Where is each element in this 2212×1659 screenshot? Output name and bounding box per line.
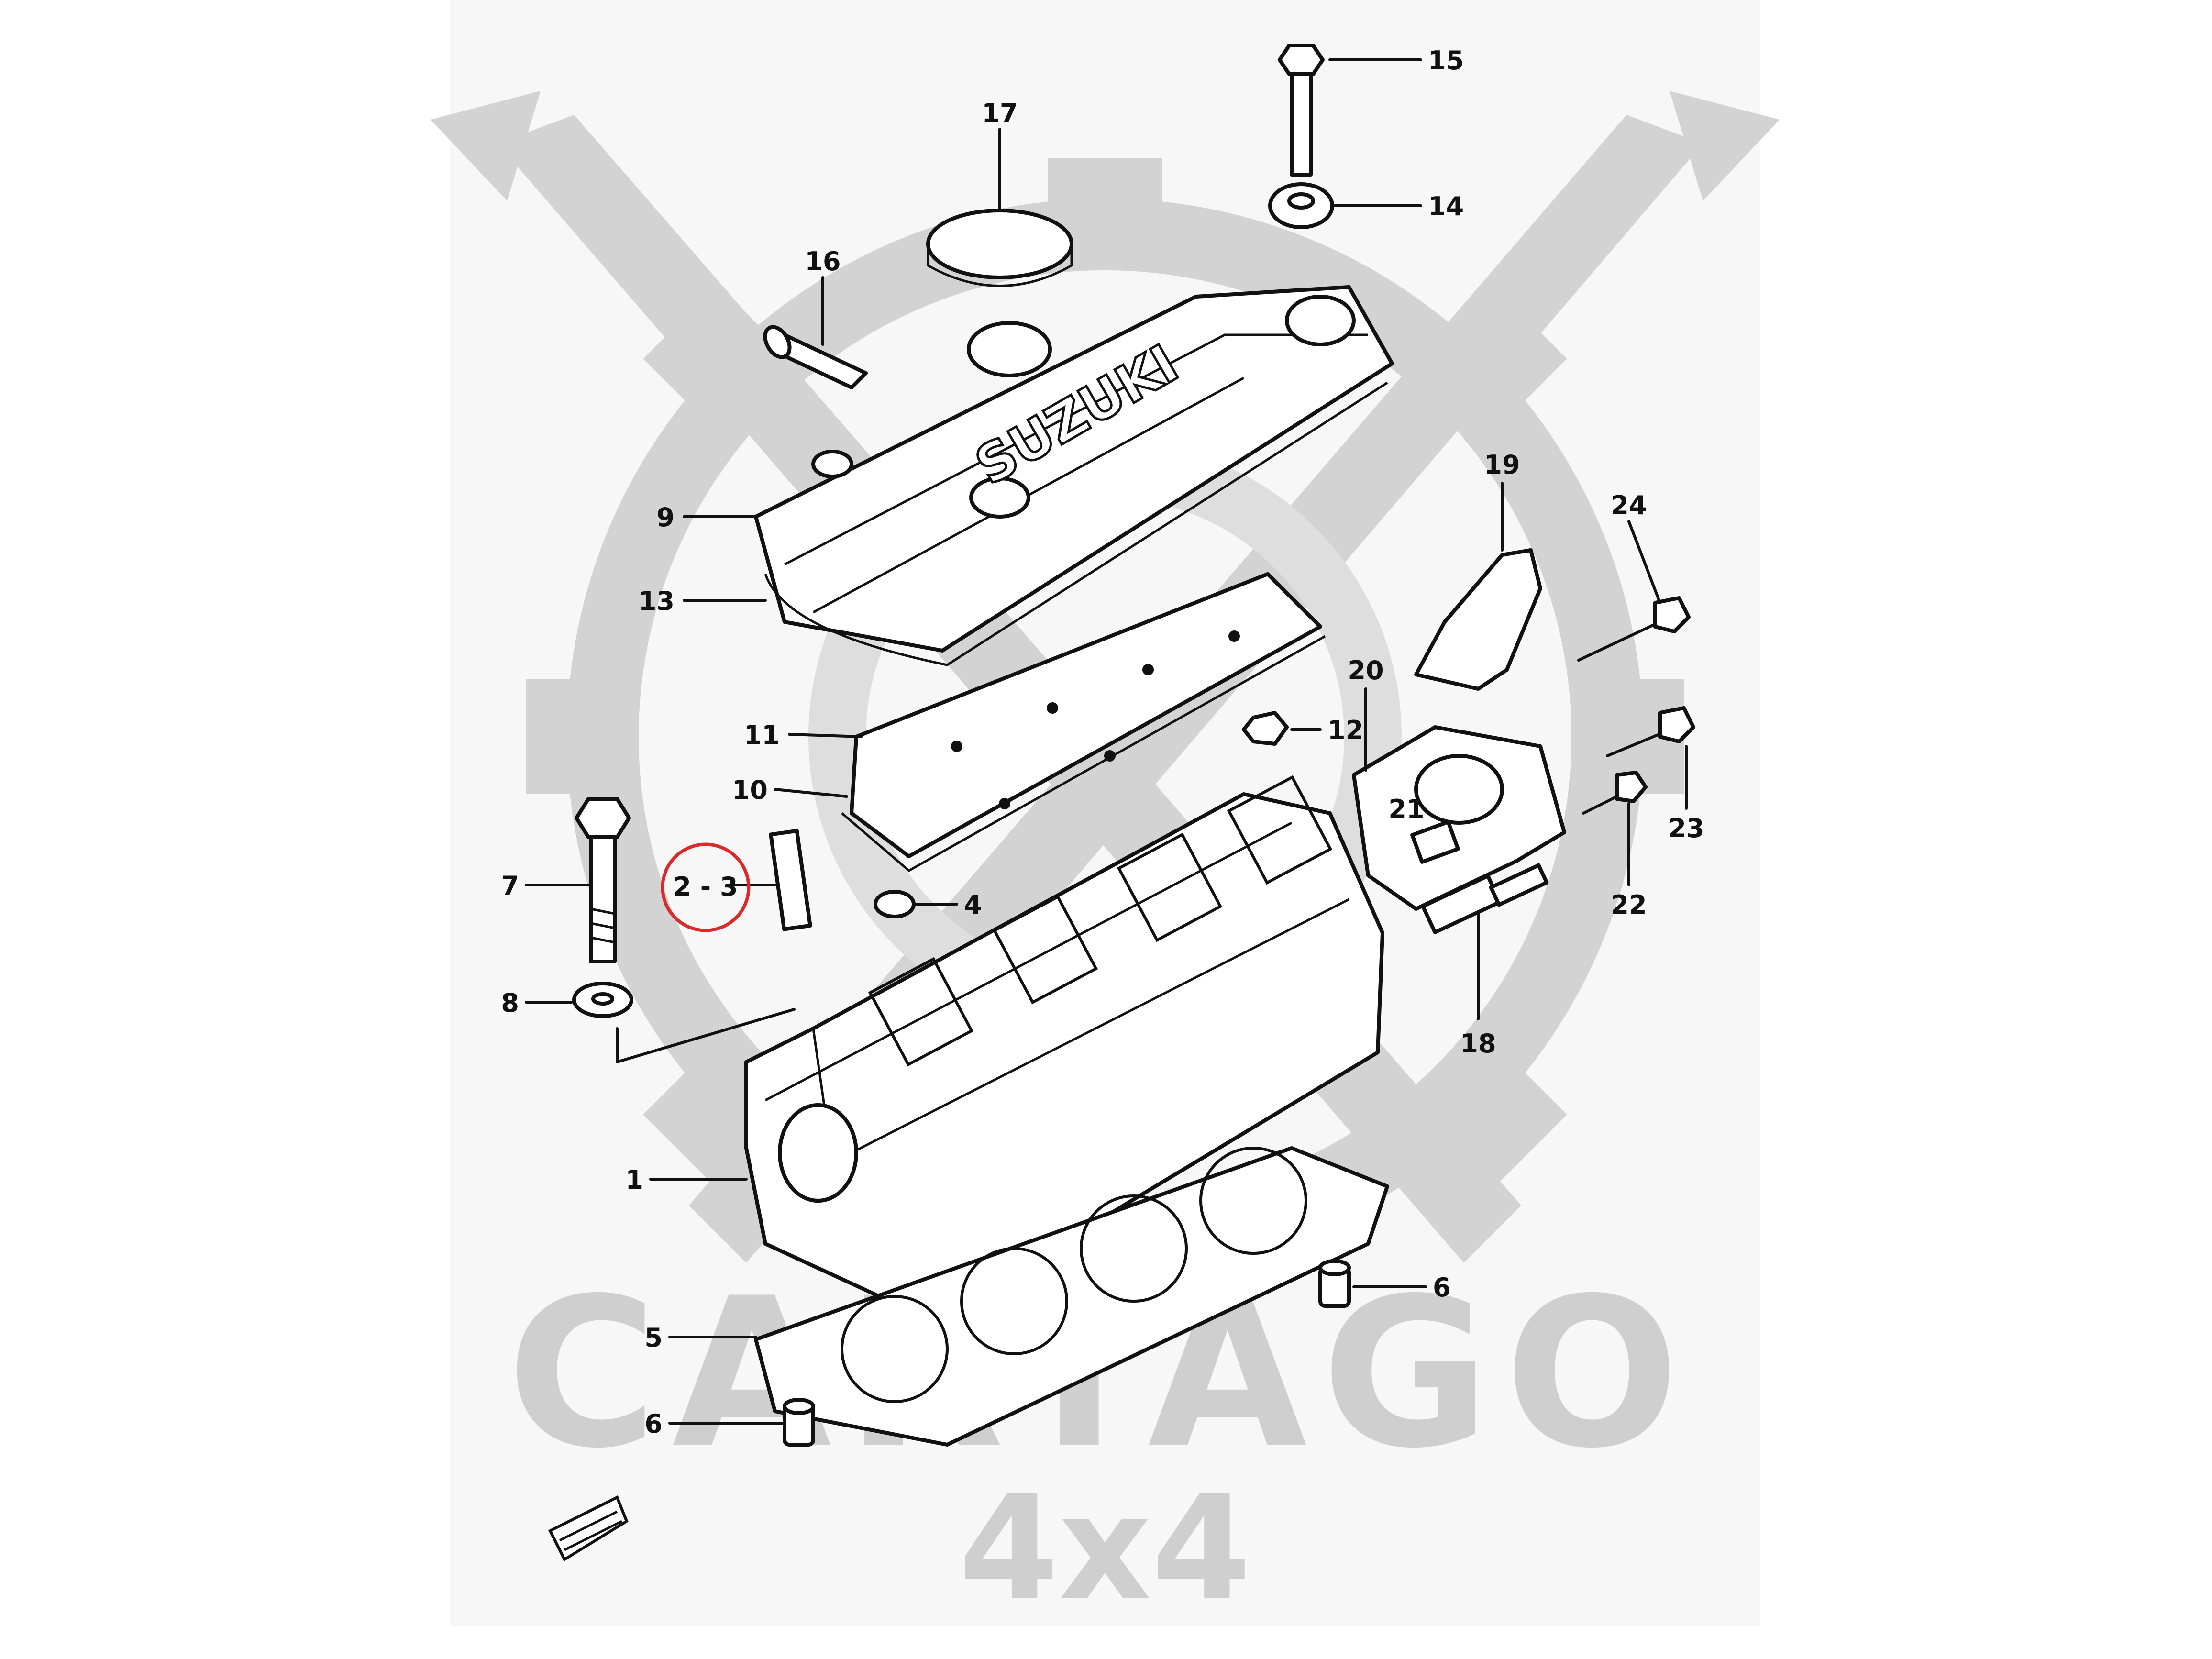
- leader-lines: [525, 58, 1688, 1425]
- part-head-gasket-5: [754, 1146, 1389, 1447]
- callout-6a: 6: [1433, 1272, 1451, 1303]
- callout-21: 21: [1388, 794, 1424, 824]
- callout-12: 12: [1327, 715, 1363, 745]
- part-dowel-6a: [1318, 1259, 1351, 1308]
- part-plate-11: [850, 572, 1322, 858]
- callout-16: 16: [805, 246, 841, 276]
- part-grommet-14: [1268, 182, 1334, 229]
- leader-bolt-to-head: [616, 1008, 796, 1063]
- part-nut-12: [1242, 711, 1289, 746]
- part-dowel-6b: [783, 1398, 815, 1447]
- part-cover-gasket-13: [764, 381, 1388, 666]
- callout-1: 1: [625, 1165, 643, 1195]
- part-bolt-15: [1278, 44, 1325, 177]
- part-head-bolt-7: [575, 797, 631, 963]
- watermark-sword-tip-right: [1670, 91, 1780, 201]
- callout-15: 15: [1428, 45, 1464, 76]
- callout-17: 17: [982, 98, 1018, 128]
- part-sensor-18: [1421, 863, 1549, 934]
- callout-20: 20: [1348, 655, 1383, 686]
- callout-9: 9: [656, 502, 675, 532]
- front-direction-arrow-icon: [548, 1495, 629, 1562]
- callout-2-3: 2 - 3: [673, 872, 738, 902]
- callout-11: 11: [744, 720, 780, 750]
- callout-19: 19: [1484, 450, 1520, 480]
- callout-8: 8: [501, 988, 519, 1018]
- part-seal-4: [874, 890, 916, 918]
- part-bracket-19: [1414, 548, 1542, 691]
- part-gasket-10: [841, 635, 1326, 873]
- callout-22: 22: [1611, 890, 1647, 920]
- callout-7: 7: [501, 871, 519, 901]
- part-bolt-23: [1606, 706, 1695, 757]
- callout-10: 10: [732, 775, 768, 805]
- callout-6b: 6: [644, 1409, 663, 1439]
- highlight-circle: [661, 842, 751, 932]
- part-cylinder-head-1: [744, 775, 1384, 1303]
- callout-18: 18: [1460, 1029, 1496, 1059]
- callout-4: 4: [964, 890, 982, 920]
- part-valve-cover-9: SUZUKI: [754, 285, 1394, 653]
- callout-13: 13: [639, 586, 675, 616]
- callout-5: 5: [644, 1323, 663, 1353]
- part-pcv-hose-16: [763, 325, 868, 389]
- watermark-sub-text: 4x4: [959, 1465, 1251, 1632]
- watermark-sword-tip-left: [431, 91, 541, 201]
- part-bolt-22: [1582, 771, 1648, 815]
- part-plug-21: [1410, 820, 1460, 864]
- callout-labels: 15 14 17 16 9 13 19 24 20 11 12 10 21 23…: [501, 45, 1704, 1439]
- part-valve-guide-2-3: [769, 829, 812, 931]
- callout-23: 23: [1668, 813, 1704, 843]
- part-housing-20: [1352, 725, 1566, 911]
- part-washer-8: [572, 982, 633, 1018]
- callout-24: 24: [1611, 490, 1647, 520]
- callout-14: 14: [1428, 191, 1464, 221]
- part-bolt-24: [1577, 596, 1691, 662]
